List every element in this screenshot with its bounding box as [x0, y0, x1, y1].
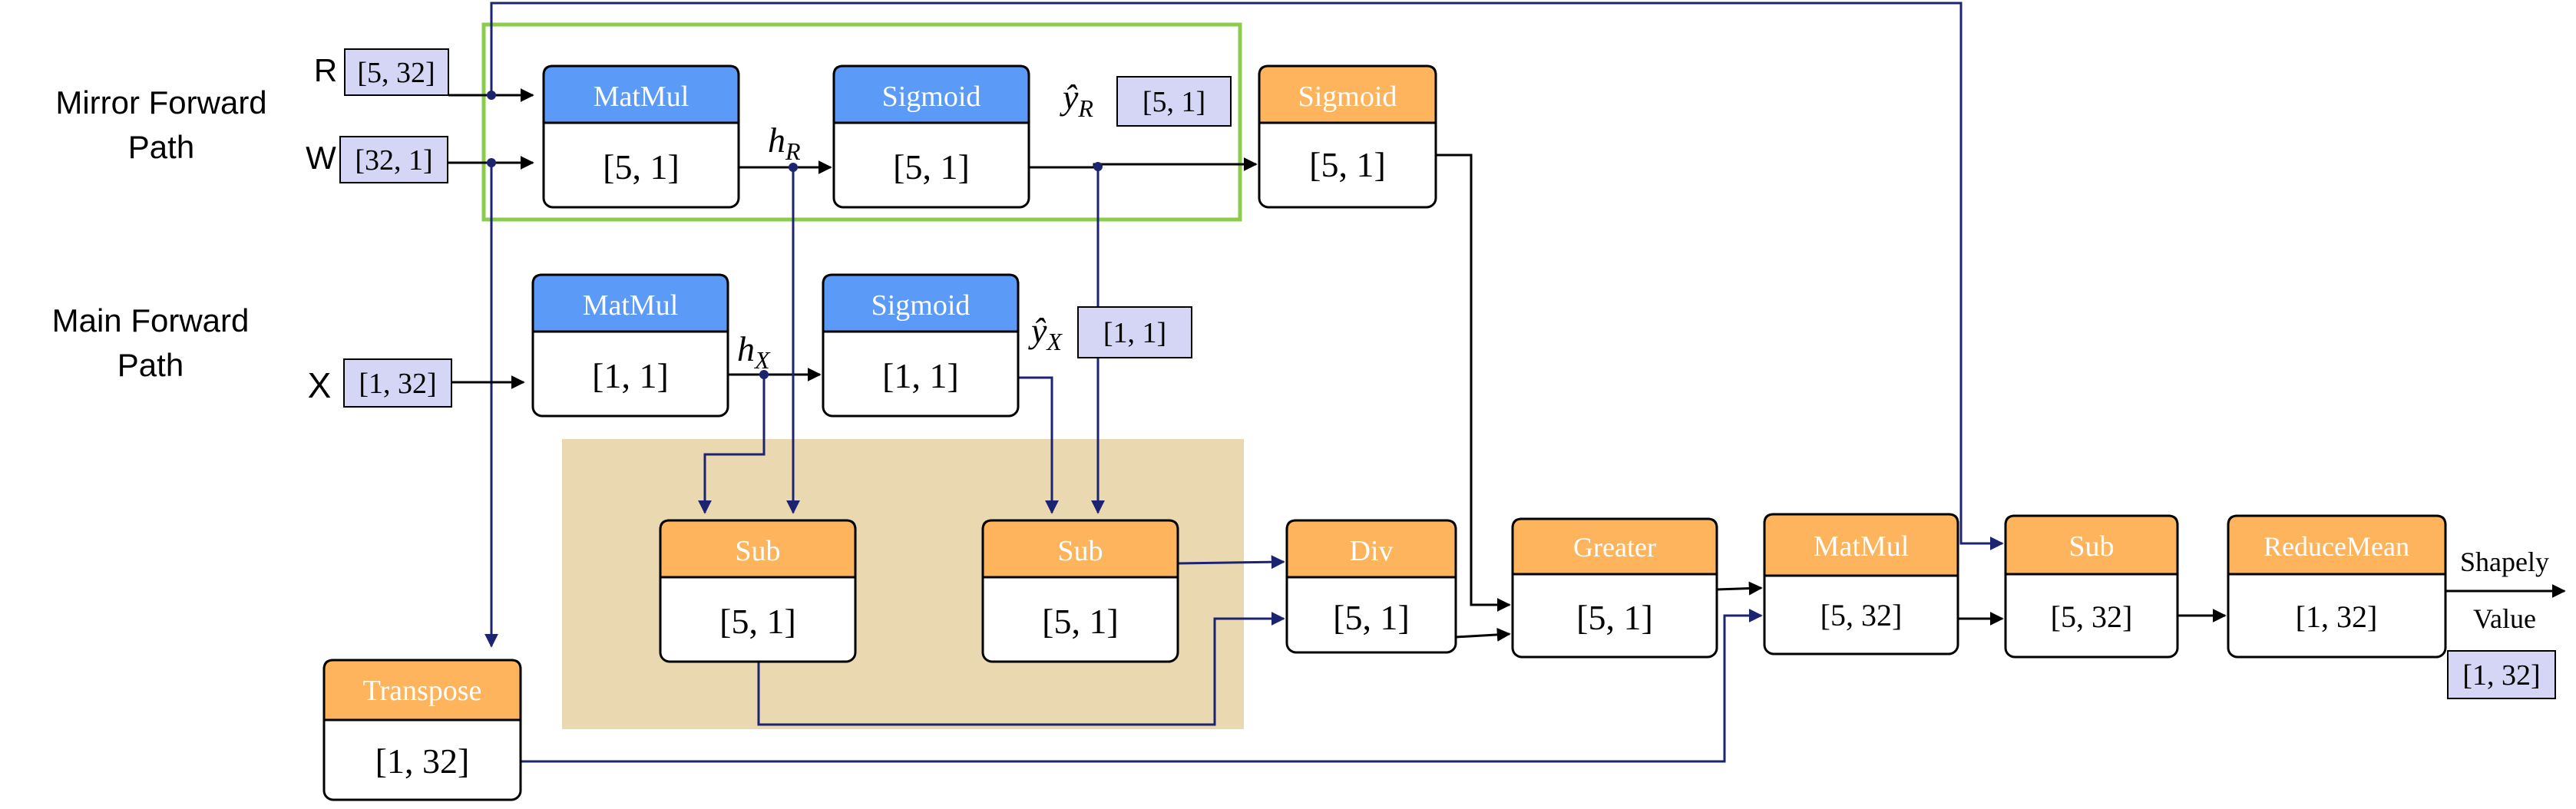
input-x-shape: [1, 32]: [359, 368, 436, 400]
node-out-sigmoid-shape: [5, 1]: [1309, 145, 1386, 184]
yhat-r-shape: [5, 1]: [1143, 86, 1205, 118]
node-final-sub[interactable]: Sub [5, 32]: [2004, 514, 2179, 659]
mirror-path-frame: [481, 22, 1242, 222]
output-label-line1: Shapely: [2460, 546, 2549, 577]
node-mirror-sigmoid-shape: [5, 1]: [893, 147, 970, 187]
yhat-x-shape-tag: [1077, 306, 1192, 358]
node-greater-op: Greater: [1573, 532, 1656, 563]
mirror-path-title-line2: Path: [128, 129, 194, 165]
junction-hx: [759, 370, 769, 379]
label-h-r: hR: [768, 121, 801, 165]
node-main-sigmoid[interactable]: Sigmoid [1, 1]: [822, 273, 1020, 418]
node-final-sub-shape: [5, 32]: [2051, 599, 2133, 634]
node-transpose-op: Transpose: [363, 675, 482, 707]
node-greater-shape: [5, 1]: [1576, 598, 1653, 637]
node-sub-y[interactable]: Sub [5, 1]: [981, 519, 1179, 663]
wire-out-sigmoid-to-greater: [1436, 154, 1511, 612]
wire-greater-to-final-matmul: [1716, 581, 1763, 596]
input-r-shape: [5, 32]: [357, 57, 435, 89]
node-sub-y-shape: [5, 1]: [1042, 602, 1119, 641]
node-div[interactable]: Div [5, 1]: [1285, 519, 1457, 654]
node-reducemean[interactable]: ReduceMean [1, 32]: [2227, 514, 2447, 659]
wire-mirror-sigmoid-to-out-sigmoid: [1029, 157, 1258, 171]
node-transpose-shape: [1, 32]: [375, 741, 470, 781]
wire-hx-to-sub-h: [698, 375, 766, 514]
wire-sub-h-to-div: [757, 612, 1285, 726]
node-main-matmul-op: MatMul: [583, 289, 679, 322]
input-x-label: X: [308, 365, 332, 405]
node-sub-h-op: Sub: [735, 535, 780, 567]
node-final-sub-op: Sub: [2068, 530, 2114, 563]
node-main-matmul-shape: [1, 1]: [592, 356, 669, 395]
label-h-x: hX: [737, 329, 771, 374]
node-final-matmul[interactable]: MatMul [5, 32]: [1763, 513, 1959, 655]
yhat-r-shape-tag: [1116, 76, 1232, 127]
wire-yhatx-to-sub-y: [1018, 376, 1059, 514]
node-mirror-matmul[interactable]: MatMul [5, 1]: [542, 64, 740, 209]
input-w-shape: [32, 1]: [355, 144, 432, 177]
mirror-path-title-line1: Mirror Forward: [55, 84, 266, 121]
main-path-title-line2: Path: [117, 347, 184, 383]
node-sub-y-op: Sub: [1057, 535, 1103, 567]
node-div-op: Div: [1350, 535, 1394, 567]
node-final-matmul-op: MatMul: [1814, 530, 1910, 563]
node-div-shape: [5, 1]: [1333, 598, 1410, 637]
wire-transpose-to-final-matmul: [521, 609, 1763, 763]
node-greater[interactable]: Greater [5, 1]: [1511, 517, 1718, 659]
node-out-sigmoid-op: Sigmoid: [1298, 81, 1397, 113]
input-r-shape-tag: [344, 48, 449, 96]
output-label-line2: Value: [2473, 603, 2536, 634]
node-final-matmul-shape: [5, 32]: [1820, 598, 1903, 632]
wire-div-to-greater: [1455, 627, 1511, 642]
yhat-x-shape: [1, 1]: [1103, 317, 1166, 349]
label-yhat-x: ŷX: [1028, 311, 1063, 355]
main-path-title-line1: Main Forward: [52, 302, 250, 338]
node-mirror-sigmoid[interactable]: Sigmoid [5, 1]: [832, 64, 1030, 209]
node-reducemean-shape: [1, 32]: [2296, 599, 2378, 634]
node-mirror-sigmoid-op: Sigmoid: [882, 81, 981, 113]
output-shape-tag: [2447, 650, 2556, 699]
node-reducemean-op: ReduceMean: [2264, 531, 2409, 562]
wire-sub-y-to-div: [1177, 555, 1285, 570]
node-main-sigmoid-op: Sigmoid: [871, 289, 971, 322]
junction-yhatr: [1093, 162, 1103, 171]
node-sub-h[interactable]: Sub [5, 1]: [659, 519, 857, 663]
node-sub-h-shape: [5, 1]: [719, 602, 796, 641]
junction-w: [487, 158, 496, 167]
node-mirror-matmul-op: MatMul: [594, 81, 689, 113]
node-out-sigmoid[interactable]: Sigmoid [5, 1]: [1258, 64, 1437, 209]
junction-r: [487, 91, 496, 100]
input-r-label: R: [314, 52, 337, 88]
output-shape: [1, 32]: [2462, 659, 2540, 692]
node-transpose[interactable]: Transpose [1, 32]: [322, 659, 522, 801]
input-w-label: W: [306, 140, 336, 176]
node-mirror-matmul-shape: [5, 1]: [603, 147, 680, 187]
junction-hr: [789, 163, 798, 172]
node-main-sigmoid-shape: [1, 1]: [882, 356, 959, 395]
label-yhat-r: ŷR: [1060, 78, 1093, 122]
input-w-shape-tag: [339, 136, 448, 183]
node-main-matmul[interactable]: MatMul [1, 1]: [531, 273, 729, 418]
wire-r-to-final-sub: [490, 2, 2004, 550]
